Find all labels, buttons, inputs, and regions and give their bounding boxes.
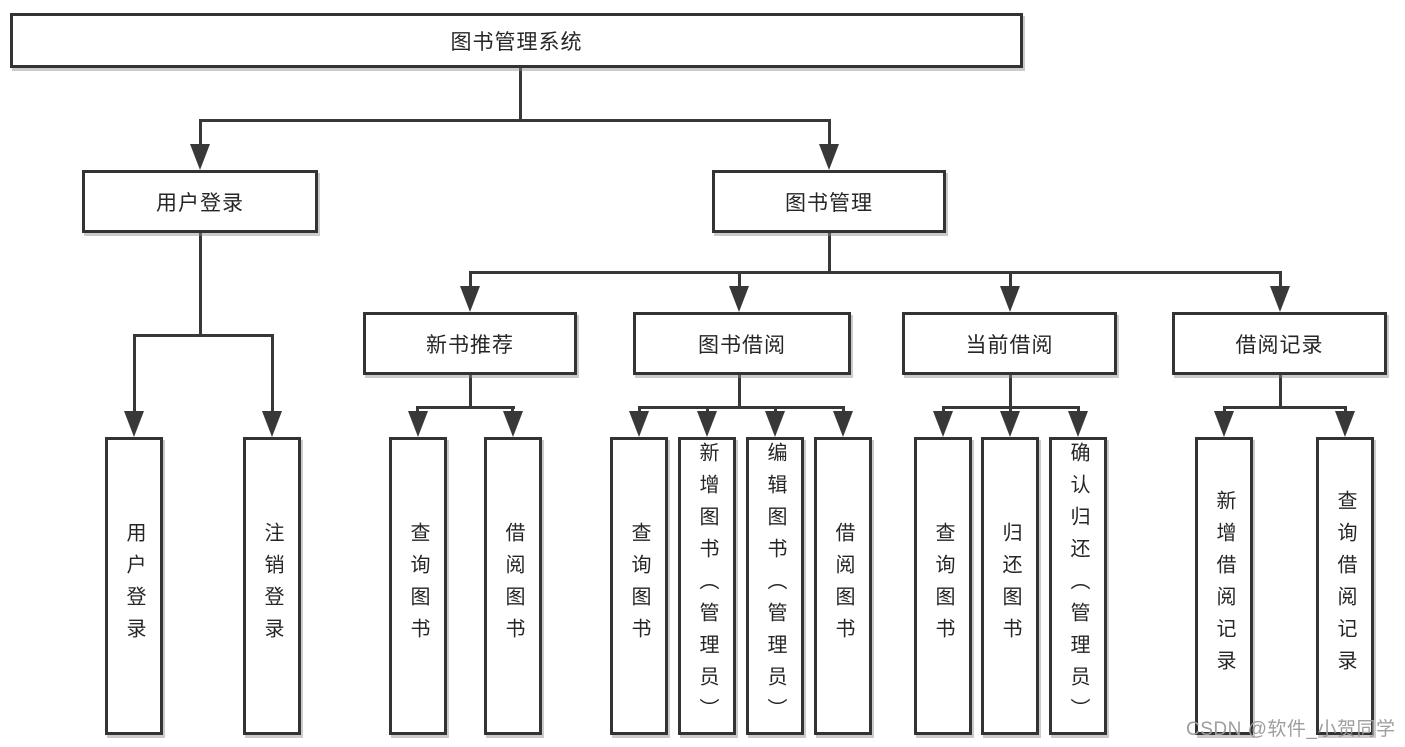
connector-trunk-book-borrow (738, 373, 741, 409)
connector-stub (1077, 406, 1080, 414)
connector-stub (942, 406, 945, 414)
arrow-down-icon (408, 411, 428, 437)
node-library-system: 图书管理系统 (10, 13, 1023, 68)
arrow-down-icon (697, 411, 717, 437)
connector-stub (1009, 271, 1012, 288)
leaf-edit-books-admin: 编辑图书（管理员） (746, 437, 804, 735)
node-label: 用户登录 (156, 191, 244, 215)
node-current-borrow: 当前借阅 (902, 312, 1117, 375)
arrow-down-icon (1270, 286, 1290, 312)
connector-stub (416, 406, 419, 414)
node-label: 查询借阅记录 (1334, 490, 1356, 682)
connector-stub (638, 406, 641, 414)
connector-trunk-current-borrow (1009, 373, 1012, 409)
arrow-down-icon (460, 286, 480, 312)
connector-stub (1009, 406, 1012, 414)
connector-stub (706, 406, 709, 414)
arrow-down-icon (933, 411, 953, 437)
node-label: 确认归还（管理员） (1067, 442, 1089, 730)
connector-stub (738, 271, 741, 288)
node-label: 图书借阅 (698, 333, 786, 357)
connector-stub (842, 406, 845, 414)
csdn-watermark: CSDN @软件_小贺同学 (1186, 719, 1396, 740)
connector-branch-borrow-records (1223, 406, 1347, 409)
connector-stub (271, 334, 274, 413)
connector-branch-new-book (416, 406, 515, 409)
node-user-login: 用户登录 (82, 170, 318, 233)
connector-stub (1223, 406, 1226, 414)
leaf-add-books-admin: 新增图书（管理员） (678, 437, 736, 735)
leaf-add-borrow-record: 新增借阅记录 (1195, 437, 1253, 735)
connector-stub (511, 406, 514, 414)
connector-stub (199, 119, 202, 146)
connector-trunk-new-book (469, 373, 472, 409)
leaf-query-books-current: 查询图书 (914, 437, 972, 735)
arrow-down-icon (729, 286, 749, 312)
connector-stub (1279, 271, 1282, 288)
connector-trunk-borrow-records (1279, 373, 1282, 409)
leaf-borrow-books-recommend: 借阅图书 (484, 437, 542, 735)
node-label: 注销登录 (261, 522, 283, 650)
connector-branch-book-management (469, 271, 1282, 274)
node-book-management: 图书管理 (712, 170, 946, 233)
leaf-user-login: 用户登录 (105, 437, 163, 735)
connector-stub (1344, 406, 1347, 414)
node-label: 归还图书 (999, 522, 1021, 650)
node-borrow-records: 借阅记录 (1172, 312, 1387, 375)
node-book-borrow: 图书借阅 (633, 312, 851, 375)
connector-branch-root (199, 119, 830, 122)
node-label: 图书管理 (785, 191, 873, 215)
node-label: 借阅图书 (832, 522, 854, 650)
leaf-borrow-books: 借阅图书 (814, 437, 872, 735)
arrow-down-icon (833, 411, 853, 437)
leaf-query-books-borrow: 查询图书 (610, 437, 668, 735)
arrow-down-icon (1000, 411, 1020, 437)
node-label: 新增借阅记录 (1213, 490, 1235, 682)
node-label: 查询图书 (628, 522, 650, 650)
connector-branch-user-login (133, 334, 274, 337)
leaf-query-borrow-record: 查询借阅记录 (1316, 437, 1374, 735)
arrow-down-icon (1000, 286, 1020, 312)
connector-stub (828, 119, 831, 146)
node-label: 查询图书 (932, 522, 954, 650)
node-label: 新书推荐 (426, 333, 514, 357)
node-label: 编辑图书（管理员） (764, 442, 786, 730)
node-label: 查询图书 (407, 522, 429, 650)
connector-branch-book-borrow (638, 406, 845, 409)
arrow-down-icon (629, 411, 649, 437)
connector-trunk-user-login (199, 231, 202, 337)
arrow-down-icon (1214, 411, 1234, 437)
connector-stub (774, 406, 777, 414)
leaf-confirm-return-admin: 确认归还（管理员） (1049, 437, 1107, 735)
node-label: 新增图书（管理员） (696, 442, 718, 730)
arrow-down-icon (190, 144, 210, 170)
leaf-query-books-recommend: 查询图书 (389, 437, 447, 735)
arrow-down-icon (503, 411, 523, 437)
leaf-logout: 注销登录 (243, 437, 301, 735)
node-label: 用户登录 (123, 522, 145, 650)
node-new-book-recommend: 新书推荐 (363, 312, 577, 375)
arrow-down-icon (1068, 411, 1088, 437)
arrow-down-icon (765, 411, 785, 437)
arrow-down-icon (124, 411, 144, 437)
arrow-down-icon (819, 144, 839, 170)
connector-trunk-book-management (828, 231, 831, 274)
connector-stub (469, 271, 472, 288)
node-label: 当前借阅 (965, 333, 1054, 357)
node-label: 借阅图书 (502, 522, 524, 650)
leaf-return-books: 归还图书 (981, 437, 1039, 735)
arrow-down-icon (1335, 411, 1355, 437)
node-label: 图书管理系统 (450, 30, 583, 54)
connector-stub (133, 334, 136, 413)
node-label: 借阅记录 (1235, 333, 1324, 357)
arrow-down-icon (262, 411, 282, 437)
connector-trunk-root (519, 66, 522, 122)
